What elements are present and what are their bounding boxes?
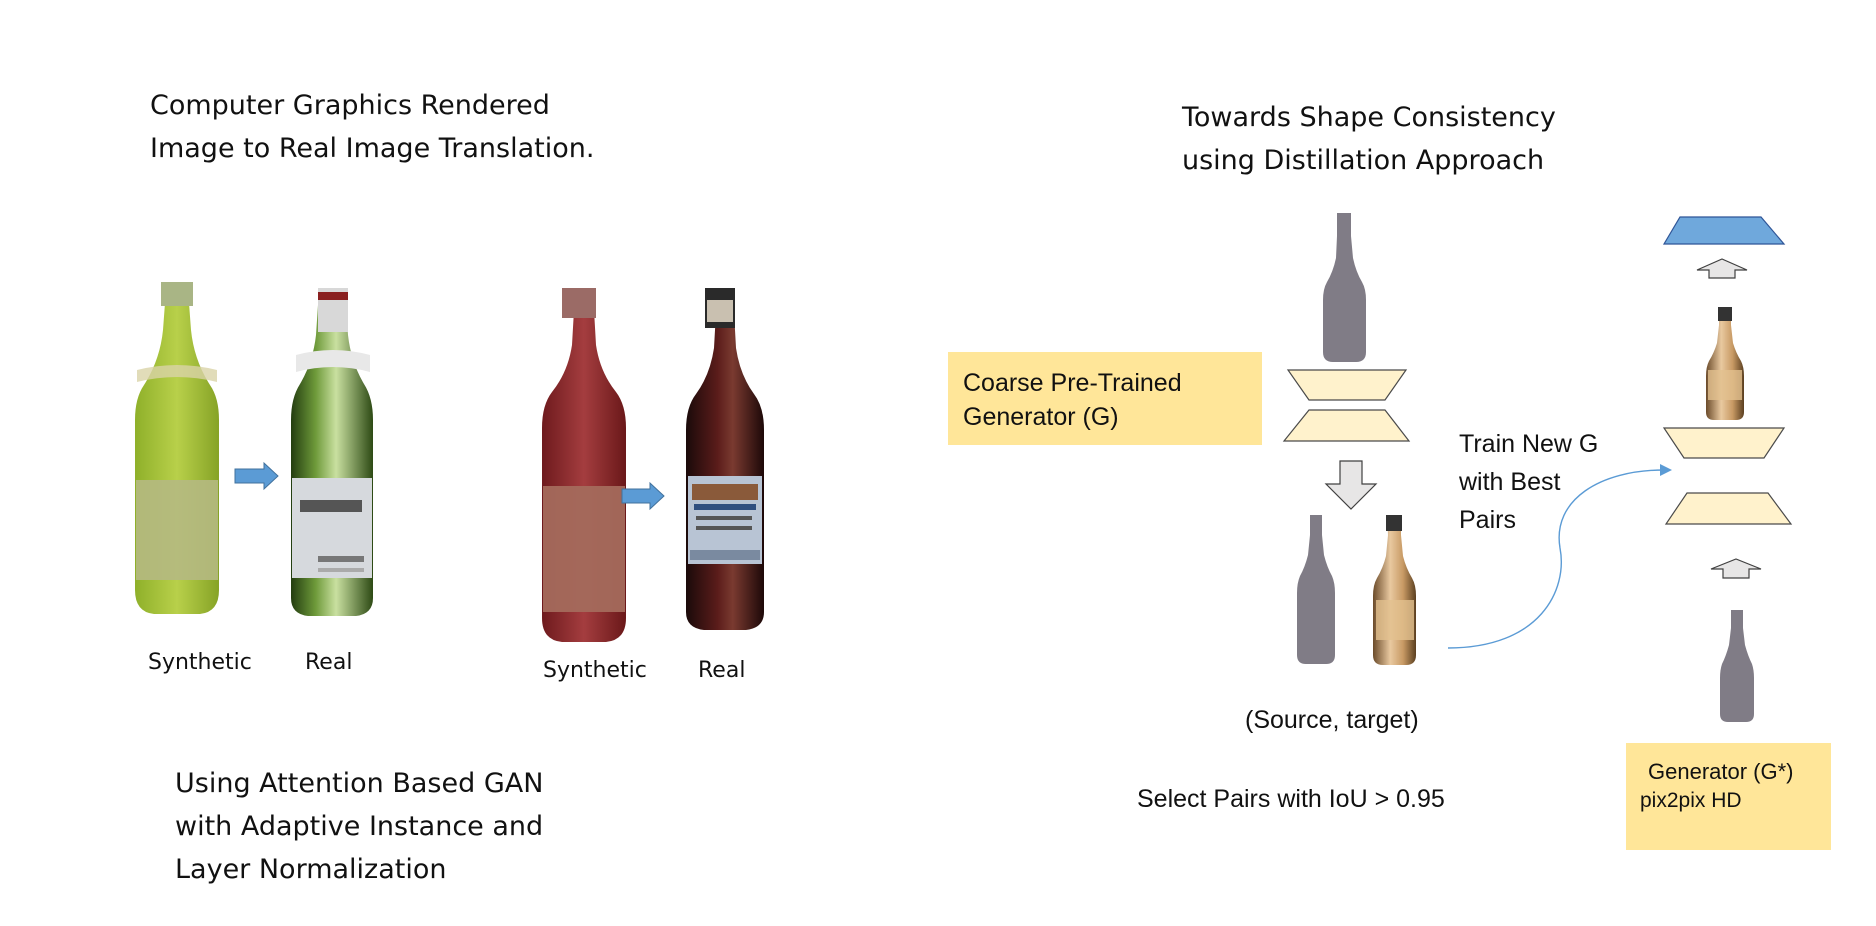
source-silhouette-bottle-image — [1297, 515, 1335, 664]
target-real-bottle-image — [1373, 515, 1416, 665]
coarse-generator-box: Coarse Pre-Trained Generator (G) — [948, 352, 1262, 445]
left-section-title: Computer Graphics Rendered Image to Real… — [150, 90, 595, 164]
train-new-generator-label: Train New G with Best Pairs — [1459, 430, 1599, 534]
method-description: Using Attention Based GAN with Adaptive … — [175, 768, 544, 885]
arrow-right-icon — [621, 481, 665, 511]
new-generator-network-shape — [1662, 427, 1793, 525]
real-green-bottle-image — [291, 288, 373, 616]
arrow-down-icon — [1324, 460, 1378, 510]
synthetic-green-bottle-image — [135, 282, 219, 614]
input-silhouette-bottle-image — [1720, 610, 1754, 722]
top-output-trapezoid-shape — [1662, 216, 1786, 245]
right-section-title: Towards Shape Consistency using Distilla… — [1182, 102, 1556, 176]
generator-star-label: Generator (G*) — [1648, 759, 1794, 784]
pair1-real-label: Real — [305, 650, 353, 675]
output-real-bottle-image — [1706, 307, 1744, 420]
arrow-right-icon — [234, 461, 279, 491]
coarse-generator-label: Coarse Pre-Trained Generator (G) — [963, 369, 1182, 431]
arrow-up-icon — [1696, 258, 1748, 279]
synthetic-red-bottle-image — [542, 288, 626, 642]
coarse-generator-network-shape — [1282, 369, 1411, 442]
pair2-real-label: Real — [698, 658, 746, 683]
pair2-synthetic-label: Synthetic — [543, 658, 647, 683]
pair1-synthetic-label: Synthetic — [148, 650, 252, 675]
real-red-bottle-image — [686, 288, 764, 630]
generator-star-box: Generator (G*) pix2pix HD — [1626, 743, 1831, 850]
input-silhouette-bottle-image — [1323, 213, 1366, 362]
arrow-up-icon — [1710, 558, 1762, 579]
source-target-label: (Source, target) — [1245, 706, 1419, 734]
select-pairs-label: Select Pairs with IoU > 0.95 — [1137, 785, 1445, 813]
train-connector-arrow — [1447, 464, 1672, 649]
pix2pix-label: pix2pix HD — [1640, 789, 1742, 812]
